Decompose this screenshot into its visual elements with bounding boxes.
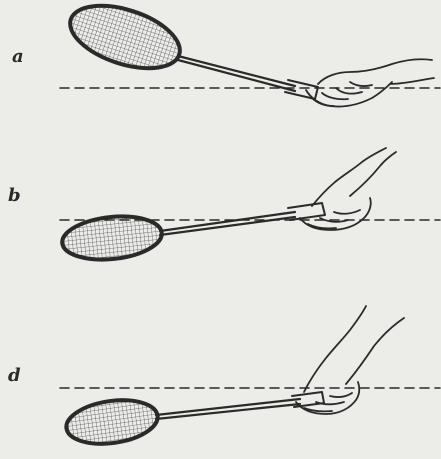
hand-d <box>296 306 404 414</box>
panel-b-illustration <box>60 148 440 264</box>
racket-b <box>60 203 325 264</box>
racket-d <box>64 392 324 449</box>
hand-a <box>306 59 434 106</box>
panel-a-illustration <box>60 0 440 107</box>
hand-b <box>300 148 396 230</box>
panel-d-illustration <box>60 306 440 449</box>
racket-a <box>62 0 318 99</box>
